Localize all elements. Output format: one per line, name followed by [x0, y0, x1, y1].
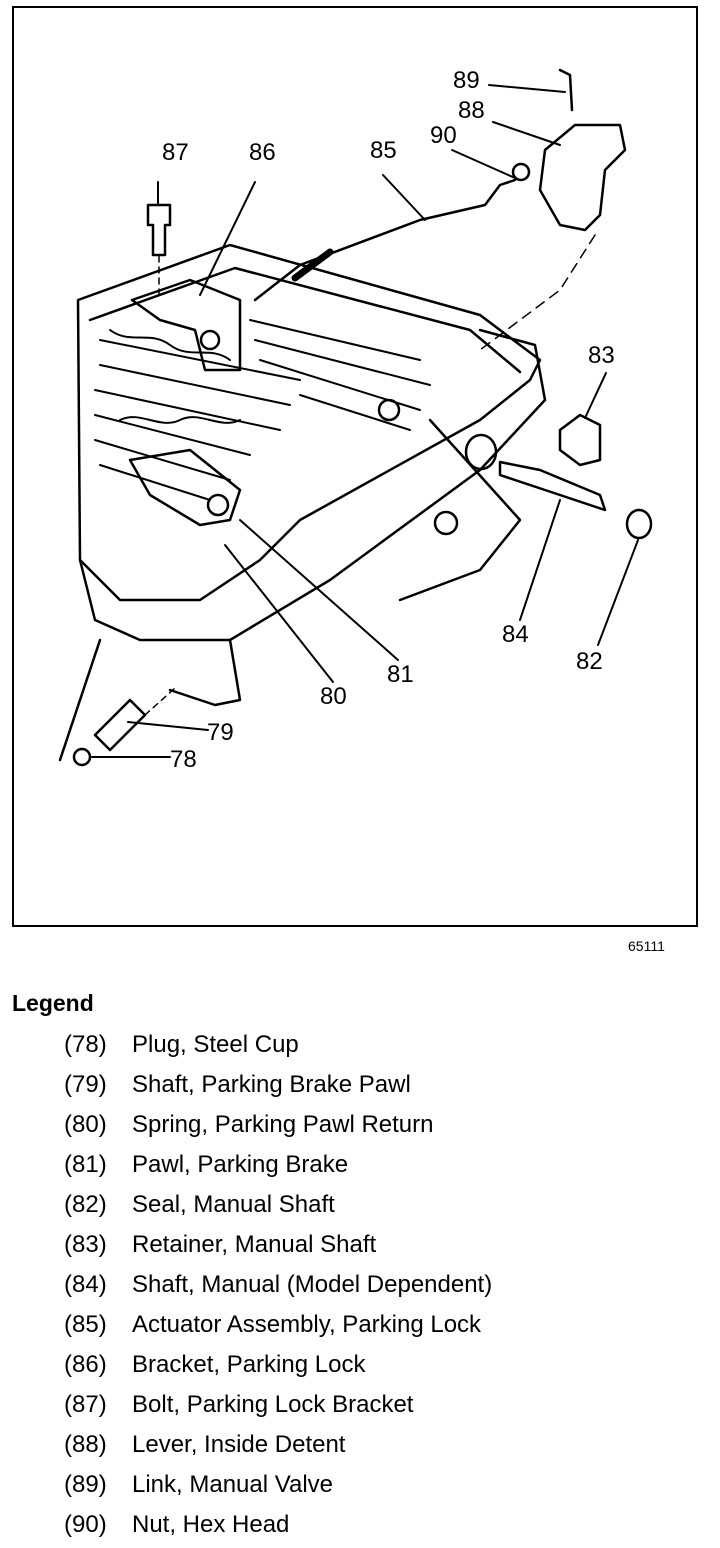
retainer-drawing	[558, 413, 602, 467]
callout-80: 80	[320, 683, 347, 710]
callout-88: 88	[458, 97, 485, 124]
bracket-drawing	[130, 278, 242, 372]
valve-body-drawing	[58, 68, 653, 767]
actuator-drawing	[253, 178, 517, 302]
callout-82: 82	[576, 648, 603, 675]
plug-drawing	[72, 747, 92, 767]
legend-number: (85)	[64, 1311, 107, 1338]
callout-79: 79	[207, 719, 234, 746]
seal-drawing	[625, 508, 653, 540]
legend-label: Pawl, Parking Brake	[132, 1151, 349, 1178]
detent-lever-drawing	[538, 123, 627, 232]
figure-id: 65111	[628, 938, 665, 954]
legend-item: (87) Bolt, Parking Lock Bracket	[64, 1388, 492, 1428]
legend-label: Shaft, Parking Brake Pawl	[132, 1071, 411, 1098]
legend-item: (86) Bracket, Parking Lock	[64, 1348, 492, 1388]
legend-item: (79) Shaft, Parking Brake Pawl	[64, 1068, 492, 1108]
legend-item: (80) Spring, Parking Pawl Return	[64, 1108, 492, 1148]
legend-label: Spring, Parking Pawl Return	[132, 1111, 434, 1138]
callout-81: 81	[387, 661, 414, 688]
exploded-parts-diagram: 87 86 85 90 88 89 83 84 82 81 80 79 78	[58, 67, 653, 773]
legend-item: (90) Nut, Hex Head	[64, 1508, 492, 1548]
legend-label: Seal, Manual Shaft	[132, 1191, 335, 1218]
legend-item: (89) Link, Manual Valve	[64, 1468, 492, 1508]
legend-label: Retainer, Manual Shaft	[132, 1231, 377, 1258]
legend-item: (78) Plug, Steel Cup	[64, 1028, 492, 1068]
callout-78: 78	[170, 746, 197, 773]
legend-item: (81) Pawl, Parking Brake	[64, 1148, 492, 1188]
callout-87: 87	[162, 139, 189, 166]
legend-number: (78)	[64, 1031, 107, 1058]
pawl-drawing	[128, 448, 242, 527]
legend-label: Nut, Hex Head	[132, 1511, 290, 1538]
legend-label: Link, Manual Valve	[132, 1471, 333, 1498]
callout-83: 83	[588, 342, 615, 369]
pawl-shaft-drawing	[93, 698, 147, 752]
bolt-drawing	[146, 203, 172, 257]
legend-number: (83)	[64, 1231, 107, 1258]
callout-84: 84	[502, 621, 529, 648]
callout-89: 89	[453, 67, 480, 94]
legend-number: (79)	[64, 1071, 107, 1098]
legend-label: Bolt, Parking Lock Bracket	[132, 1391, 414, 1418]
legend-label: Lever, Inside Detent	[132, 1431, 346, 1458]
callout-85: 85	[370, 137, 397, 164]
legend-item: (83) Retainer, Manual Shaft	[64, 1228, 492, 1268]
nut-drawing	[511, 162, 531, 182]
callout-86: 86	[249, 139, 276, 166]
legend-number: (84)	[64, 1271, 107, 1298]
legend-item: (82) Seal, Manual Shaft	[64, 1188, 492, 1228]
callout-90: 90	[430, 122, 457, 149]
legend-number: (80)	[64, 1111, 107, 1138]
legend-number: (88)	[64, 1431, 107, 1458]
legend-item: (85) Actuator Assembly, Parking Lock	[64, 1308, 492, 1348]
link-drawing	[558, 68, 574, 112]
legend-item: (84) Shaft, Manual (Model Dependent)	[64, 1268, 492, 1308]
legend-title: Legend	[12, 990, 94, 1016]
legend-label: Actuator Assembly, Parking Lock	[132, 1311, 482, 1338]
legend-number: (89)	[64, 1471, 107, 1498]
legend-label: Bracket, Parking Lock	[132, 1351, 366, 1378]
legend-number: (86)	[64, 1351, 107, 1378]
figure-frame	[12, 6, 698, 927]
leader-lines	[91, 84, 639, 758]
manual-shaft-drawing	[498, 460, 607, 512]
legend-number: (81)	[64, 1151, 107, 1178]
legend-item: (88) Lever, Inside Detent	[64, 1428, 492, 1468]
legend-number: (87)	[64, 1391, 107, 1418]
legend-label: Plug, Steel Cup	[132, 1031, 299, 1058]
legend-list: (78) Plug, Steel Cup (79) Shaft, Parking B…	[64, 1028, 492, 1548]
legend-number: (90)	[64, 1511, 107, 1538]
legend-label: Shaft, Manual (Model Dependent)	[132, 1271, 493, 1298]
legend-number: (82)	[64, 1191, 107, 1218]
